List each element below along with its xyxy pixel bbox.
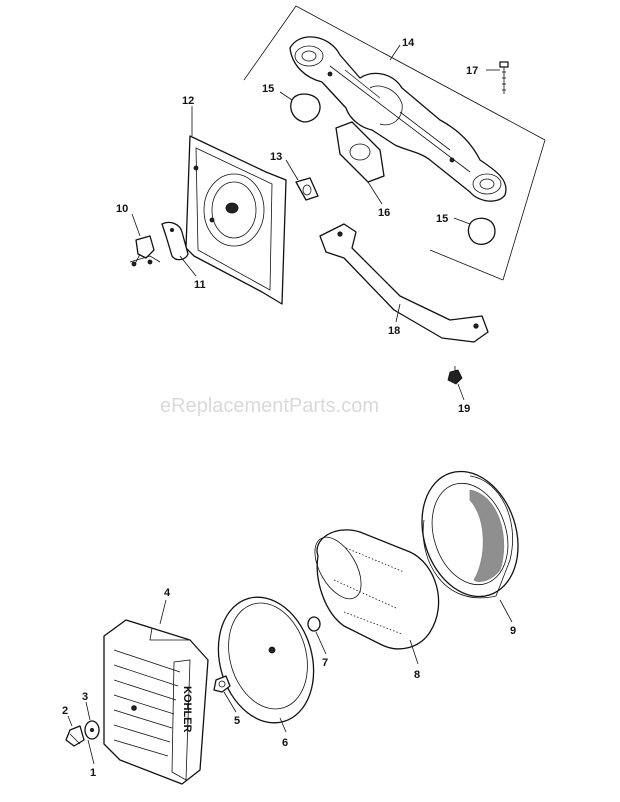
part-8-foam-precleaner — [314, 529, 440, 650]
part-4-air-cleaner-cover: KOHLER — [103, 619, 209, 785]
part-15-gasket-upper — [290, 93, 321, 123]
callout-2: 2 — [62, 705, 68, 717]
part-16-gasket-plate — [335, 121, 385, 183]
callout-3: 3 — [82, 691, 88, 703]
callout-17: 17 — [466, 65, 478, 77]
part-14-intake-manifold — [289, 36, 507, 202]
part-5-wing-nut — [213, 675, 231, 693]
callout-5: 5 — [234, 715, 240, 727]
part-10-linkage — [129, 235, 161, 267]
part-15-gasket-lower — [467, 217, 496, 245]
callout-4: 4 — [164, 587, 171, 599]
callout-9: 9 — [510, 625, 516, 637]
part-7-grommet — [307, 616, 321, 632]
callout-11: 11 — [194, 279, 206, 291]
part-19-nut — [447, 366, 463, 385]
callout-10: 10 — [116, 203, 128, 215]
callout-6: 6 — [282, 737, 288, 749]
callout-12: 12 — [182, 95, 194, 107]
callout-13: 13 — [270, 151, 282, 163]
part-13-gasket-small — [295, 177, 319, 201]
callout-18: 18 — [388, 325, 400, 337]
part-2-knob — [65, 725, 85, 747]
part-6-filter-cover-plate — [217, 596, 315, 724]
watermark: eReplacementParts.com — [160, 395, 379, 417]
part-3-washer — [84, 720, 100, 740]
callout-8: 8 — [414, 669, 420, 681]
callout-1: 1 — [90, 767, 96, 779]
part-9-outer-air-filter — [421, 470, 519, 599]
callout-14: 14 — [402, 37, 415, 49]
callout-16: 16 — [378, 207, 390, 219]
part-14-box-outline — [243, 5, 546, 281]
callout-leaders — [67, 44, 513, 765]
part-11-bracket — [161, 221, 189, 261]
part-4-brand-mark: KOHLER — [181, 686, 193, 733]
part-18-support-bracket — [319, 223, 489, 343]
callout-15-upper: 15 — [262, 83, 274, 95]
part-17-bolt — [499, 61, 509, 94]
callout-19: 19 — [458, 403, 470, 415]
callout-7: 7 — [322, 657, 328, 669]
callout-15-lower: 15 — [436, 213, 448, 225]
